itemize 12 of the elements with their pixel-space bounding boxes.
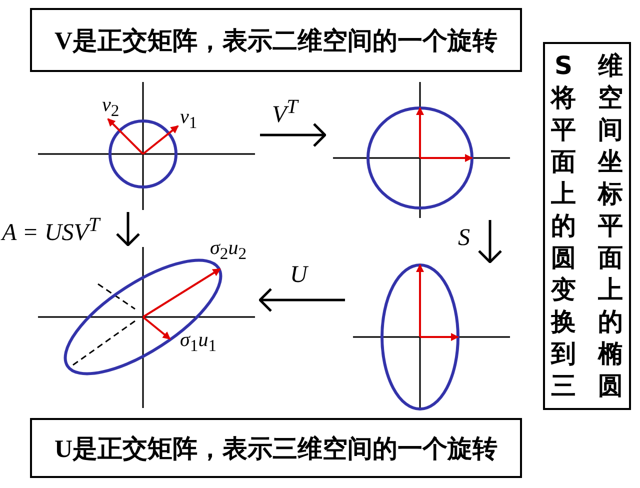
arrow	[258, 288, 345, 312]
vector-label: v$_{1}$	[180, 106, 198, 133]
arrow	[116, 212, 140, 246]
vector-label: v$_{2}$	[102, 94, 120, 121]
text-box: U是正交矩阵，表示三维空间的一个旋转	[30, 418, 522, 478]
text-box: V是正交矩阵，表示二维空间的一个旋转	[30, 8, 522, 72]
vector-label: σ$_{1}$u$_{1}$	[180, 329, 217, 356]
vertical-text: S将平面上的圆变换到三维空间坐标平面上的椭圆	[549, 50, 624, 402]
arrow	[260, 122, 326, 148]
vector-label: σ$_{2}$u$_{2}$	[210, 237, 247, 264]
arrow	[478, 220, 502, 264]
text-box	[543, 42, 631, 410]
